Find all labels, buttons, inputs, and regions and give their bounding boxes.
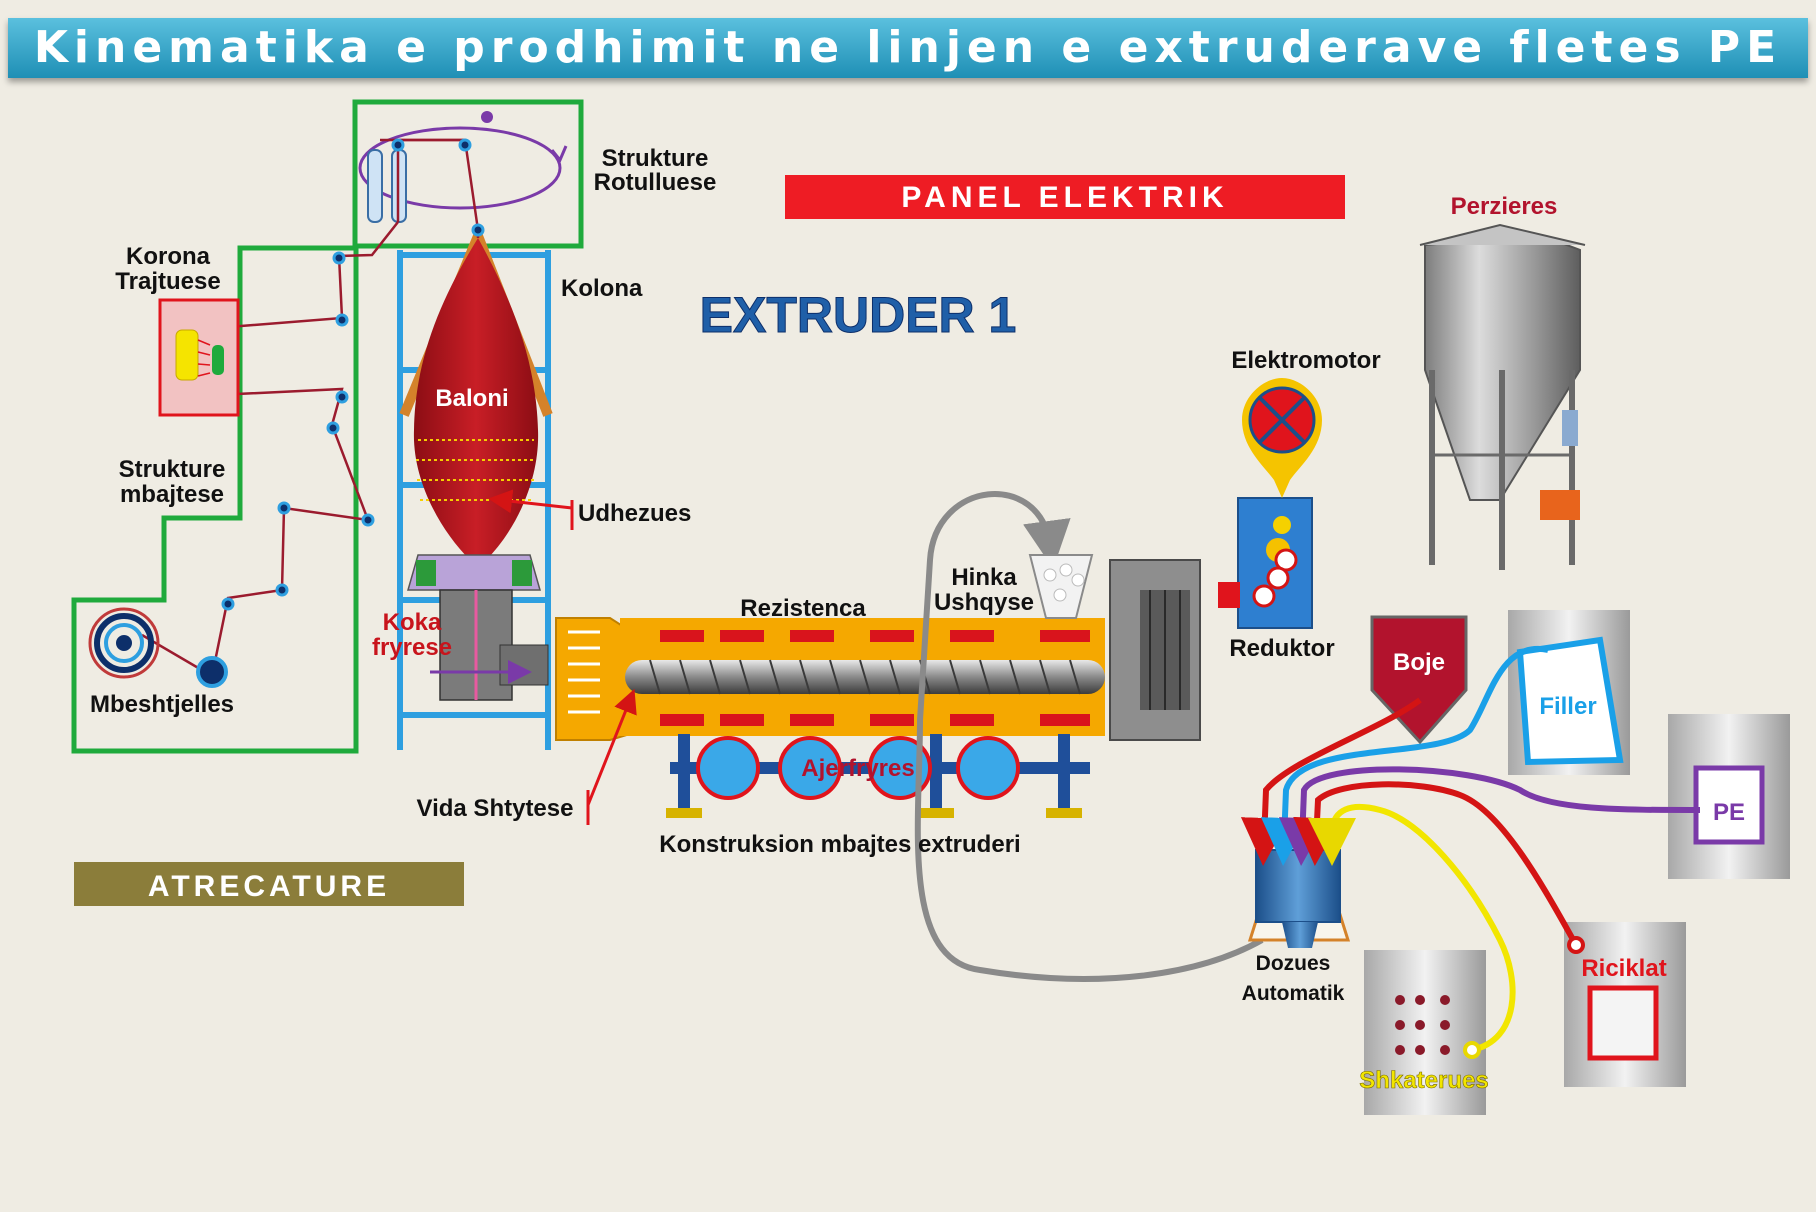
shredder-feed-line [1308,803,1516,1053]
heater-bands [660,630,1090,726]
corona-treater [158,298,240,417]
label-filler: Filler [1539,693,1596,720]
label-strukture-mbajtese-1: Strukture [119,456,226,483]
label-udhezues: Udhezues [578,500,691,527]
winder-drive-roller [196,656,228,688]
screw-pointer [586,688,637,806]
label-elektromotor: Elektromotor [1231,347,1380,374]
label-ajerfryres: Ajerfryres [801,755,914,782]
label-dozues-2: Automatik [1242,982,1345,1005]
support-structure-frame [71,245,359,754]
label-koka-1: Koka [383,609,442,636]
label-vida: Vida Shtytese [417,795,574,822]
filler-feed-line [1260,645,1549,866]
label-strukture-rotulluese-2: Rotulluese [594,169,717,196]
label-perzieres: Perzieres [1451,193,1558,220]
label-riciklat: Riciklat [1581,955,1666,982]
label-korona-1: Korona [126,243,211,270]
label-hinka-2: Ushqyse [934,589,1034,616]
shredder-bag [1364,950,1486,1115]
label-shkaterues: Shkaterues [1359,1067,1488,1094]
color-hopper [1370,615,1468,745]
label-rezistenca: Rezistenca [740,595,866,622]
label-baloni: Baloni [435,385,508,412]
pe-feed-line [1278,766,1701,866]
label-koka-2: fryrese [372,634,452,661]
winder-roll-icon [88,607,160,679]
title-bar: Kinematika e prodhimit ne linjen e extru… [8,18,1808,78]
label-kolona: Kolona [561,275,643,302]
extruder-title: EXTRUDER 1 [700,287,1017,343]
label-mbeshtjelles: Mbeshtjelles [90,691,234,718]
feed-hopper [1028,554,1094,619]
label-boje: Boje [1393,649,1445,676]
electric-panel [785,175,1345,219]
label-strukture-rotulluese-1: Strukture [602,145,709,172]
label-dozues-1: Dozues [1256,952,1331,975]
air-blower-icons [696,736,1020,800]
label-pe: PE [1713,799,1745,826]
recycled-feed-line [1293,781,1579,947]
mixer-silo [1419,223,1586,570]
color-feed-line [1240,697,1422,866]
idler-roller [367,149,383,223]
label-korona-2: Trajtuese [115,268,220,295]
label-hinka-1: Hinka [951,564,1017,591]
air-ring [407,554,541,591]
label-reduktor: Reduktor [1229,635,1334,662]
rotation-arc-icon [358,126,562,210]
attribute-bar [74,862,464,906]
attribute-label: ATRECATURE [148,870,390,903]
guide-pointer [488,489,573,514]
panel-label: PANEL ELEKTRIK [901,181,1228,214]
rotating-structure-frame [352,99,584,249]
label-konstruksion: Konstruksion mbajtes extruderi [659,831,1020,858]
diagram-title: Kinematika e prodhimit ne linjen e extru… [33,22,1783,73]
feed-return-line [914,491,1264,982]
label-strukture-mbajtese-2: mbajtese [120,481,224,508]
